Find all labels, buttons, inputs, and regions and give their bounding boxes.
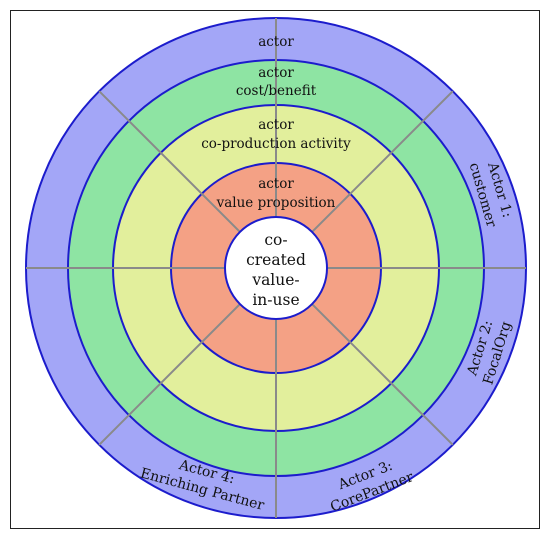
second-ring-label-line1: actor (258, 65, 294, 81)
center-line-4: in-use (252, 291, 299, 309)
second-ring-label-line2: cost/benefit (236, 83, 317, 99)
inner-ring-label-line1: actor (258, 176, 294, 192)
radial-divider-line (311, 303, 454, 446)
radial-divider-line (311, 90, 454, 233)
third-ring-label-line1: actor (258, 117, 294, 133)
center-line-1: co- (264, 231, 287, 249)
radial-divider-line (98, 303, 241, 446)
radial-dividers (26, 18, 526, 518)
center-line-3: value- (251, 271, 299, 289)
center-circle (224, 216, 328, 320)
inner-ring-label-line2: value proposition (216, 195, 336, 211)
third-ring-label-line2: co-production activity (201, 136, 351, 152)
radial-divider-line (98, 90, 241, 233)
outer-ring-label: actor (258, 34, 294, 50)
center-line-2: created (246, 251, 306, 269)
diagram-frame (10, 10, 540, 529)
